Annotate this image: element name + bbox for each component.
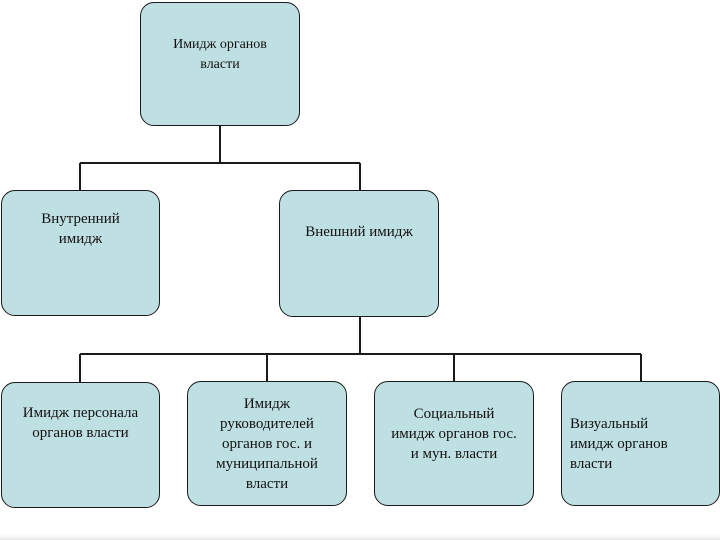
node-external-image: Внешний имидж bbox=[279, 190, 439, 317]
node-government-image: Имидж органов власти bbox=[140, 2, 300, 126]
node-internal-image: Внутренний имидж bbox=[1, 190, 160, 316]
node-leaders-image: Имидж руководителей органов гос. и муниц… bbox=[187, 381, 347, 506]
bottom-edge-shadow bbox=[0, 534, 720, 540]
node-label: Визуальный имидж органов власти bbox=[570, 416, 668, 472]
node-staff-image: Имидж персонала органов власти bbox=[1, 382, 160, 508]
node-label: Имидж персонала органов власти bbox=[22, 405, 139, 441]
node-social-image: Социальный имидж органов гос. и мун. вла… bbox=[374, 381, 534, 506]
node-visual-image: Визуальный имидж органов власти bbox=[561, 381, 720, 506]
node-label: Имидж руководителей органов гос. и муниц… bbox=[216, 395, 318, 492]
node-label: Социальный имидж органов гос. и мун. вла… bbox=[391, 406, 517, 462]
node-label: Внешний имидж bbox=[305, 224, 413, 240]
node-label: Имидж органов власти bbox=[173, 37, 267, 72]
node-label: Внутренний имидж bbox=[41, 211, 120, 247]
